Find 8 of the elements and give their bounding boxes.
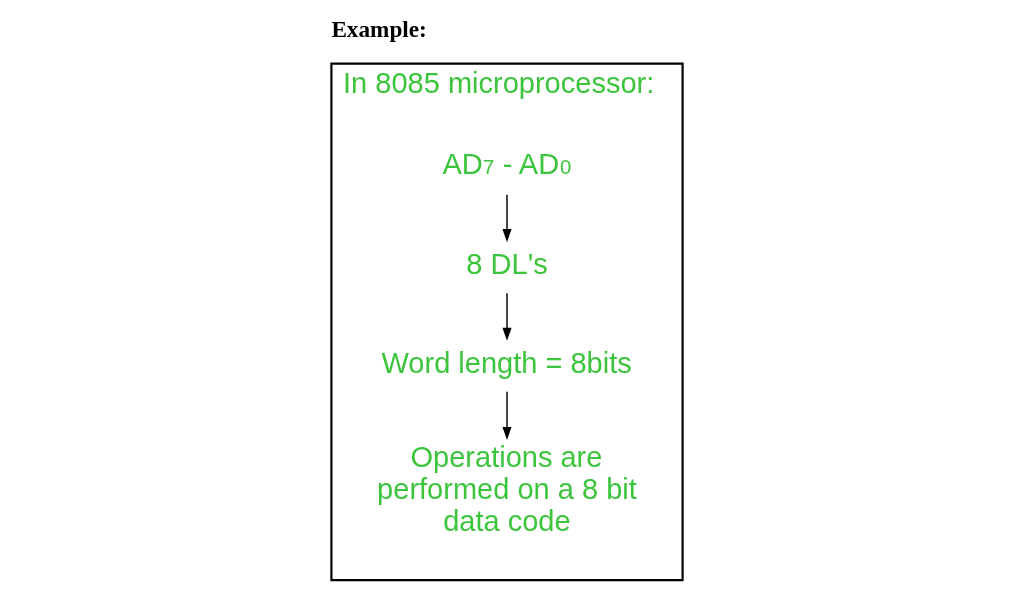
node-text: AD7 - AD0 [442, 147, 572, 180]
node-text: 8 DL's [466, 247, 548, 280]
node-text: Word length = 8bits [381, 346, 632, 379]
diagram-title: Example: [331, 16, 427, 43]
arrow [502, 292, 512, 341]
arrow [502, 391, 512, 440]
node-text: Operations are performed on a 8 bit data code [377, 440, 637, 537]
arrow [502, 193, 512, 243]
